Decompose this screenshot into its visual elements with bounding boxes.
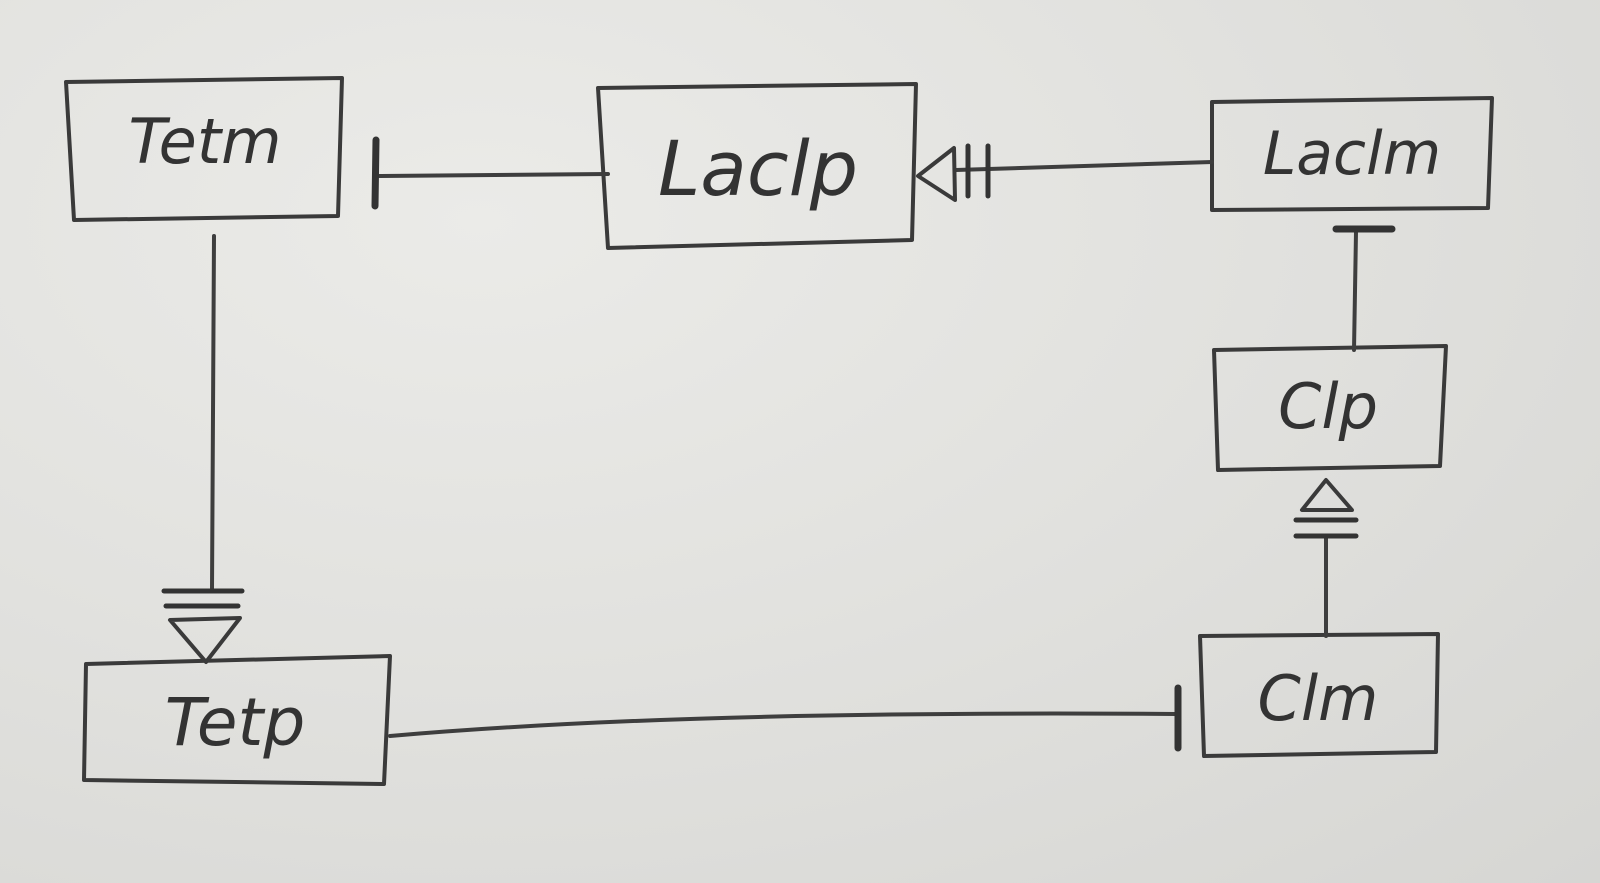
node-laclm-box — [1210, 96, 1494, 212]
edge-end-triangle — [1300, 478, 1354, 512]
edge-tetp-clm — [388, 684, 1182, 752]
edge-line — [954, 160, 1214, 172]
edge-line — [374, 172, 610, 178]
node-tetm-box — [64, 76, 344, 222]
node-tetp-box — [82, 654, 392, 786]
edge-laclp-tetm — [371, 136, 610, 210]
node-tetp-label: Tetp — [165, 684, 306, 761]
node-clm[interactable]: Clm — [1198, 632, 1440, 758]
node-tetp[interactable]: Tetp — [82, 654, 392, 786]
node-clm-box — [1198, 632, 1440, 758]
node-tetm[interactable]: Tetm — [64, 76, 344, 222]
edge-line — [388, 711, 1178, 738]
edge-tetm-tetp — [161, 234, 245, 664]
edge-end-triangle — [916, 146, 957, 202]
edge-clm-clp — [1293, 478, 1359, 638]
edge-laclm-laclp — [916, 143, 1214, 202]
node-laclm[interactable]: Laclm — [1210, 96, 1494, 212]
node-laclm-label: Laclm — [1263, 119, 1441, 189]
node-clp-box — [1212, 344, 1448, 472]
node-clp[interactable]: Clp — [1212, 344, 1448, 472]
node-laclp-label: Laclp — [658, 124, 858, 213]
edge-line — [210, 234, 216, 592]
node-clp-label: Clp — [1278, 370, 1378, 443]
edge-end-bar — [371, 136, 380, 210]
node-tetm-label: Tetm — [128, 105, 281, 178]
node-clm-label: Clm — [1258, 662, 1379, 735]
node-laclp-box — [596, 82, 918, 250]
edge-line — [1352, 230, 1358, 352]
node-laclp[interactable]: Laclp — [596, 82, 918, 250]
edge-end-triangle — [168, 616, 242, 664]
edge-clp-laclm — [1332, 225, 1396, 352]
